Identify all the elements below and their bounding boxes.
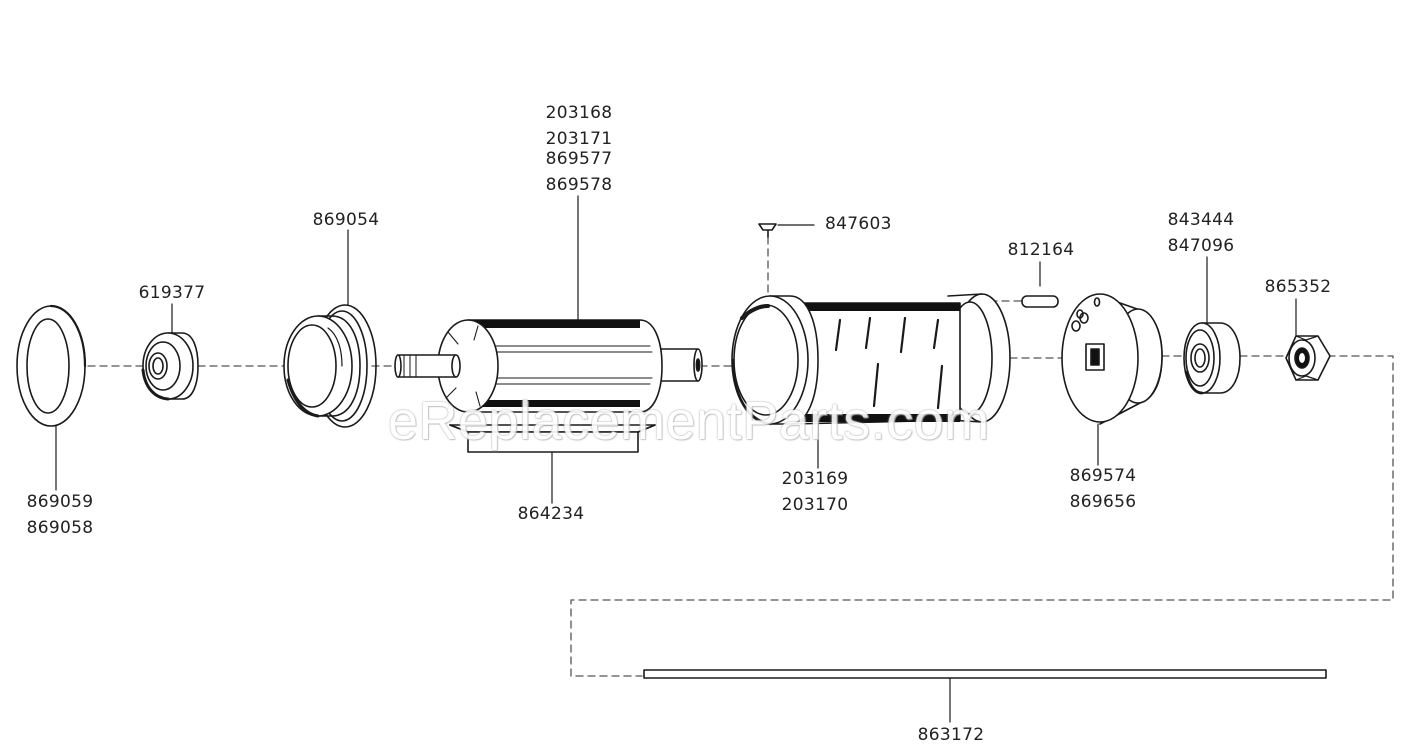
label-203169: 203169: [781, 469, 849, 489]
part-619377-bearing: [141, 332, 199, 401]
part-869574-end-plate: [1061, 293, 1163, 425]
label-847603: 847603: [825, 214, 892, 234]
part-865352-nut: [1285, 335, 1331, 381]
part-847603-screw: [758, 223, 815, 238]
part-869054-bushing: [283, 304, 377, 428]
label-869059: 869059: [26, 492, 94, 512]
label-203171: 203171: [545, 129, 613, 149]
label-843444: 843444: [1167, 210, 1235, 230]
part-869059-ring: [16, 304, 87, 427]
part-863172-rod: [643, 669, 1327, 679]
leader-lines: [55, 195, 1297, 723]
label-619377: 619377: [138, 283, 206, 303]
part-864234-block: [449, 424, 656, 453]
label-869656: 869656: [1069, 492, 1137, 512]
label-812164: 812164: [1007, 240, 1075, 260]
part-203169-housing: [731, 293, 1011, 426]
label-864234: 864234: [517, 504, 585, 524]
watermark-text: eReplacementParts.com: [388, 391, 990, 451]
part-843444-bearing: [1183, 322, 1241, 395]
label-869054: 869054: [312, 210, 380, 230]
part-812164-pin: [1021, 261, 1059, 308]
label-203168: 203168: [545, 103, 613, 123]
label-869058: 869058: [26, 518, 94, 538]
label-869577: 869577: [545, 149, 613, 169]
label-203170: 203170: [781, 495, 849, 515]
label-863172: 863172: [917, 725, 985, 745]
part-203168-rotor: [394, 319, 703, 413]
assembly-axis-line: [87, 236, 1394, 677]
label-865352: 865352: [1264, 277, 1332, 297]
label-847096: 847096: [1167, 236, 1235, 256]
label-869578: 869578: [545, 175, 613, 195]
label-869574: 869574: [1069, 466, 1137, 486]
